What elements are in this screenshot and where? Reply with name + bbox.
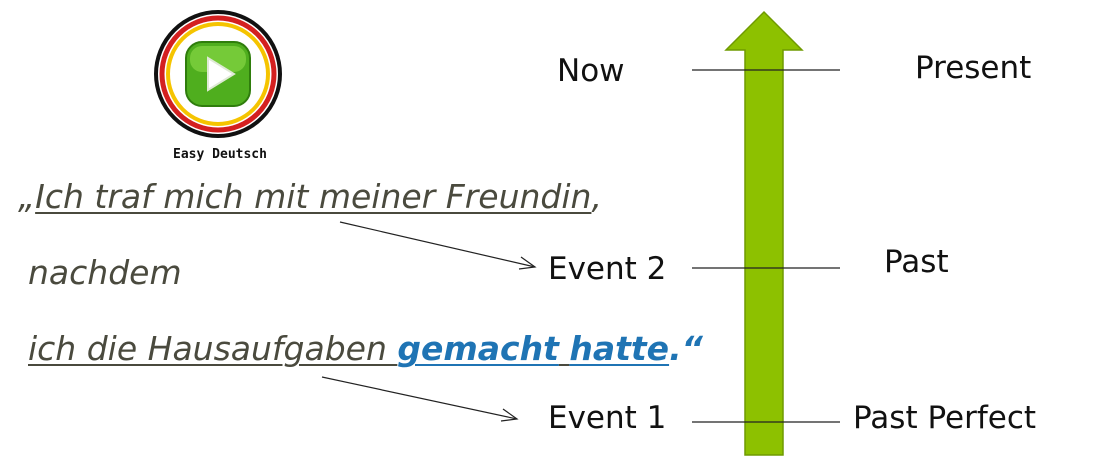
close-quote: .“ [669, 329, 703, 368]
pointer-arrow-event-2 [339, 221, 537, 270]
label-now: Now [557, 53, 625, 89]
clause-1: Ich traf mich mit meiner Freundin [35, 177, 592, 216]
logo-text: Easy Deutsch [173, 147, 267, 162]
verb-hatte: hatte [569, 329, 670, 368]
label-past: Past [884, 244, 949, 280]
pointer-arrow-event-1 [321, 376, 519, 422]
open-quote: „ [18, 177, 36, 216]
logo [148, 6, 288, 146]
time-arrow [724, 10, 804, 456]
label-event-2: Event 2 [548, 251, 667, 287]
label-past-perfect: Past Perfect [853, 400, 1037, 436]
sentence-line-1: „Ich traf mich mit meiner Freundin, [18, 180, 602, 213]
clause-2: ich die Hausaufgaben [28, 329, 398, 368]
label-event-1: Event 1 [548, 400, 667, 436]
sentence-line-3: ich die Hausaufgaben gemacht hatte.“ [28, 332, 703, 365]
play-icon [207, 56, 236, 92]
sentence-line-2: nachdem [28, 253, 182, 292]
comma: , [591, 177, 602, 216]
verb-gemacht: gemacht [397, 329, 559, 368]
label-present: Present [915, 50, 1032, 86]
